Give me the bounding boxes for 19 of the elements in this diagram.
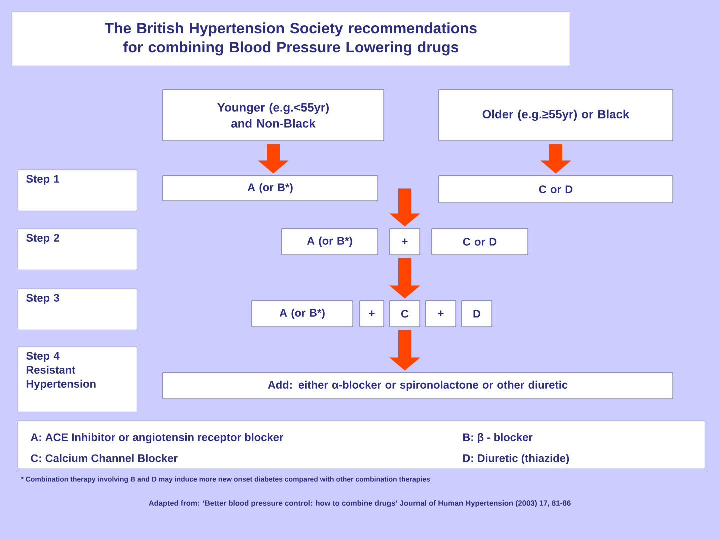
step-box: Step 2: [18, 229, 138, 270]
box: +: [426, 300, 456, 328]
box: C or D: [438, 176, 674, 204]
box: A (or B*): [162, 176, 378, 202]
step-box: Step 1: [18, 170, 138, 212]
box: D: [462, 300, 492, 328]
box: Add: either α-blocker or spironolactone or other diuretic: [162, 372, 674, 400]
box: A (or B*): [252, 300, 354, 328]
box: Younger (e.g.<55yr) and Non-Black: [162, 90, 384, 142]
box: Older (e.g.≥55yr) or Black: [438, 90, 674, 142]
box: C or D: [432, 228, 528, 256]
box: +: [360, 300, 384, 328]
key-box: A: ACE Inhibitor or angiotensin receptor blocker B: β - blocker C: Calcium Channel Blocker D: Diuretic (thiazide): [18, 421, 706, 470]
step-box: Step 4 Resistant Hypertension: [18, 347, 138, 412]
box: +: [390, 228, 420, 256]
title: The British Hypertension Society recommendations for combining Blood Pressure Lowering drugs: [12, 12, 570, 66]
box: A (or B*): [282, 228, 378, 256]
step-box: Step 3: [18, 289, 138, 330]
box: C: [390, 300, 420, 328]
